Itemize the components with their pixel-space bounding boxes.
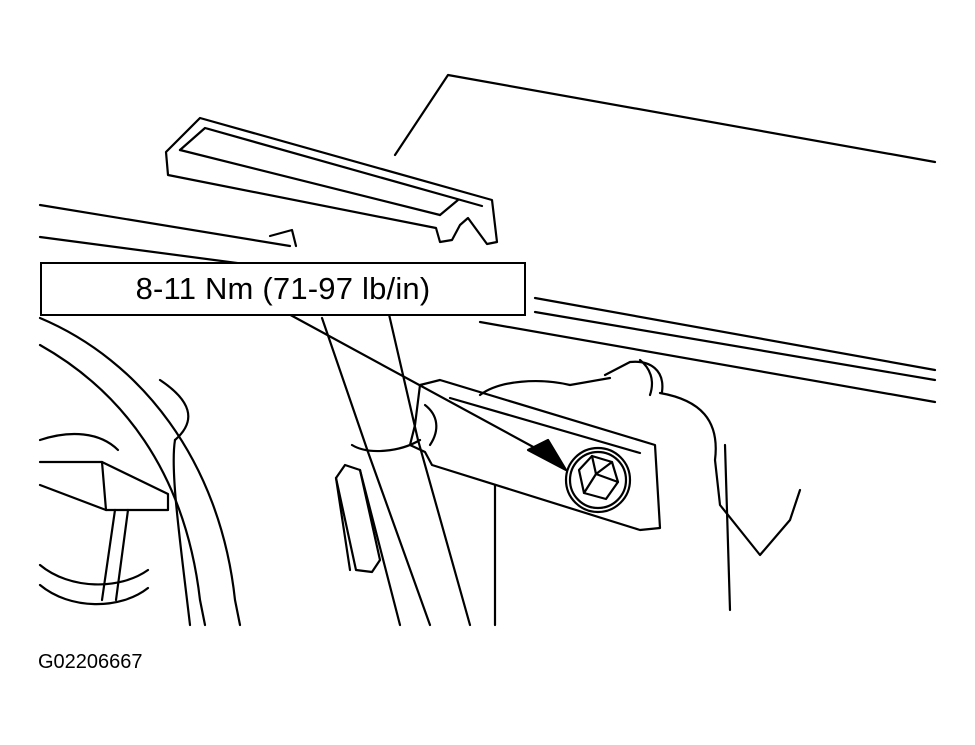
left-clip: [38, 432, 170, 606]
figure-id-label: G02206667: [38, 651, 143, 673]
bolt: [564, 446, 632, 514]
leader-arrow: [283, 310, 568, 472]
torque-callout: 8-11 Nm (71-97 lb/in): [40, 262, 526, 316]
left-background-lines: [38, 203, 292, 272]
curved-hose: [38, 316, 242, 627]
top-panel: [393, 73, 937, 404]
t-handle: [164, 116, 499, 248]
lower-bracket: [334, 463, 382, 574]
mounting-arm: [408, 358, 802, 627]
